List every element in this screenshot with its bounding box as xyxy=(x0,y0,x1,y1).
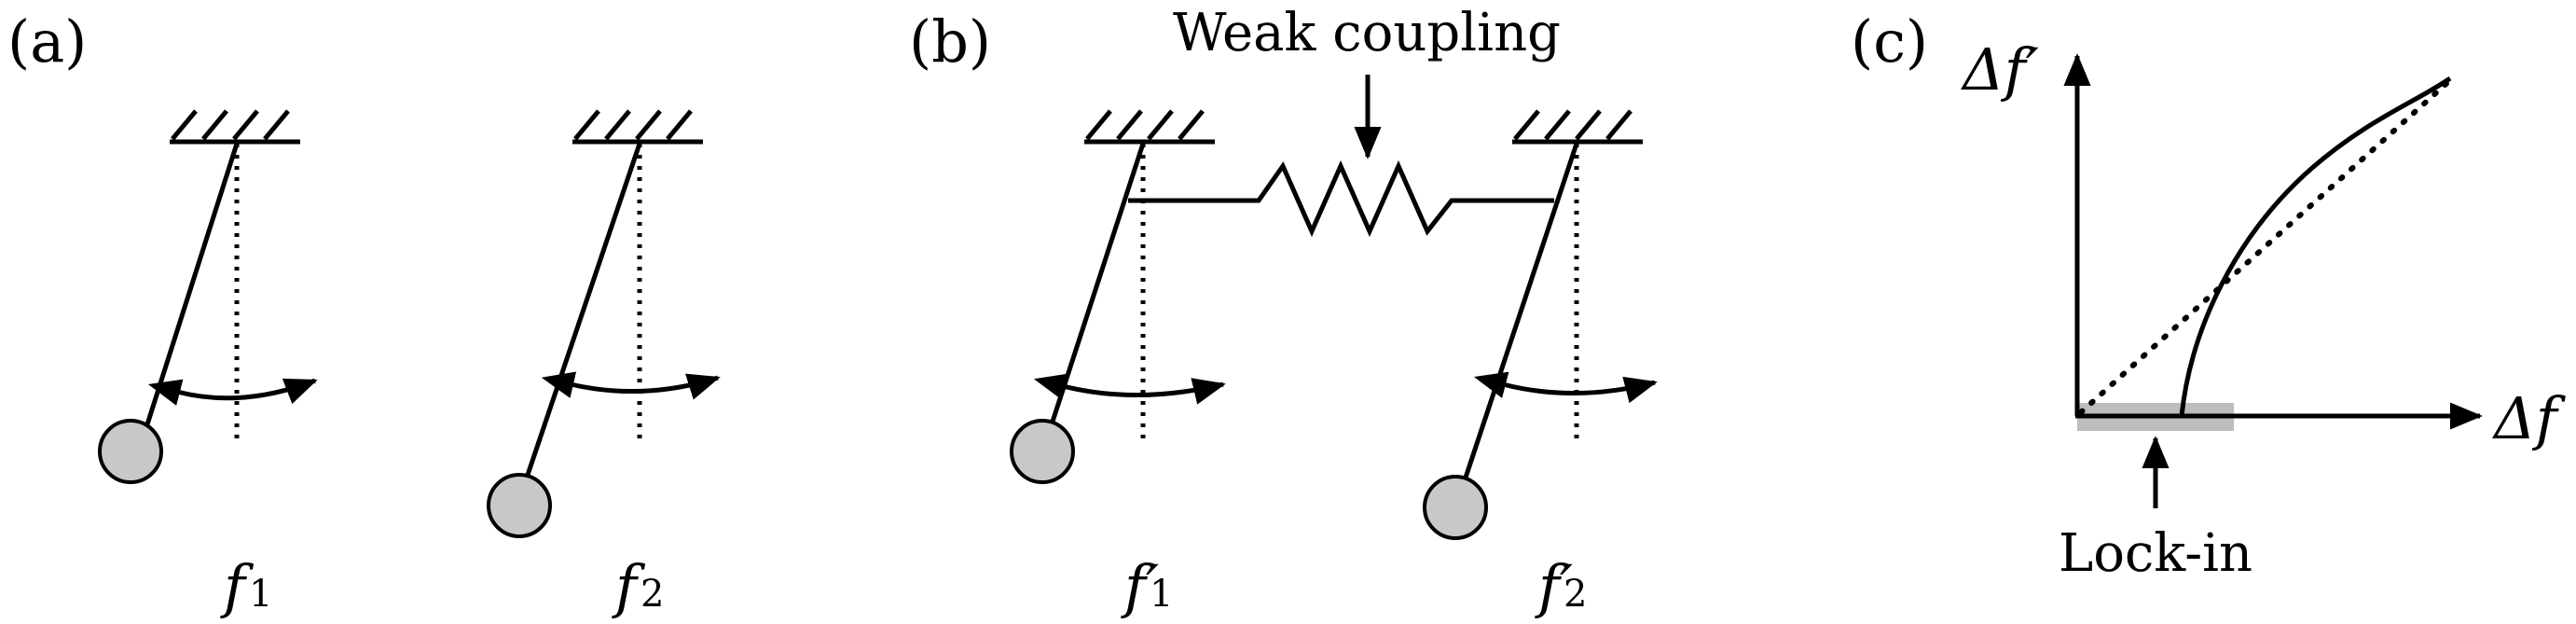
lockin-label: Lock-in xyxy=(2059,523,2252,584)
pendulum-b2: f′2 xyxy=(1423,109,1658,620)
y-axis-label: Δf′ xyxy=(1961,35,2039,104)
swing-arrow-icon xyxy=(1033,373,1226,405)
ceiling-support-icon xyxy=(170,109,300,145)
panel-b: (b) Weak coupling f′1 xyxy=(909,3,1658,620)
freq-label-f2-prime: f′2 xyxy=(1535,552,1587,620)
identity-line xyxy=(2078,77,2453,415)
ceiling-support-icon xyxy=(1084,109,1215,145)
x-axis-label: Δf xyxy=(2492,384,2567,452)
panel-c: (c) Δf′ Δf Lock-in xyxy=(1851,7,2567,584)
freq-label-f1-prime: f′1 xyxy=(1121,552,1173,620)
pendulum-rod xyxy=(1049,143,1146,425)
pendulum-rod xyxy=(1463,143,1579,478)
lockin-curve xyxy=(2179,76,2452,417)
weak-coupling-label: Weak coupling xyxy=(1173,3,1561,63)
panel-a-label: (a) xyxy=(7,7,87,76)
swing-arrow-icon xyxy=(147,378,318,406)
swing-arrow-icon xyxy=(541,371,721,400)
pendulum-bob xyxy=(1423,475,1488,540)
swing-arrow-icon xyxy=(1473,371,1658,404)
panel-c-label: (c) xyxy=(1851,7,1928,76)
pendulum-rod xyxy=(145,143,240,425)
ceiling-support-icon xyxy=(1512,109,1643,145)
pendulum-bob xyxy=(98,419,163,484)
pendulum-rod xyxy=(524,143,642,478)
pendulum-b1: f′1 xyxy=(1010,109,1226,620)
coupling-spring-icon xyxy=(1128,159,1554,238)
pendulum-bob xyxy=(1010,419,1075,484)
pendulum-bob xyxy=(487,473,552,538)
ceiling-support-icon xyxy=(572,109,703,145)
panel-b-label: (b) xyxy=(909,7,991,76)
